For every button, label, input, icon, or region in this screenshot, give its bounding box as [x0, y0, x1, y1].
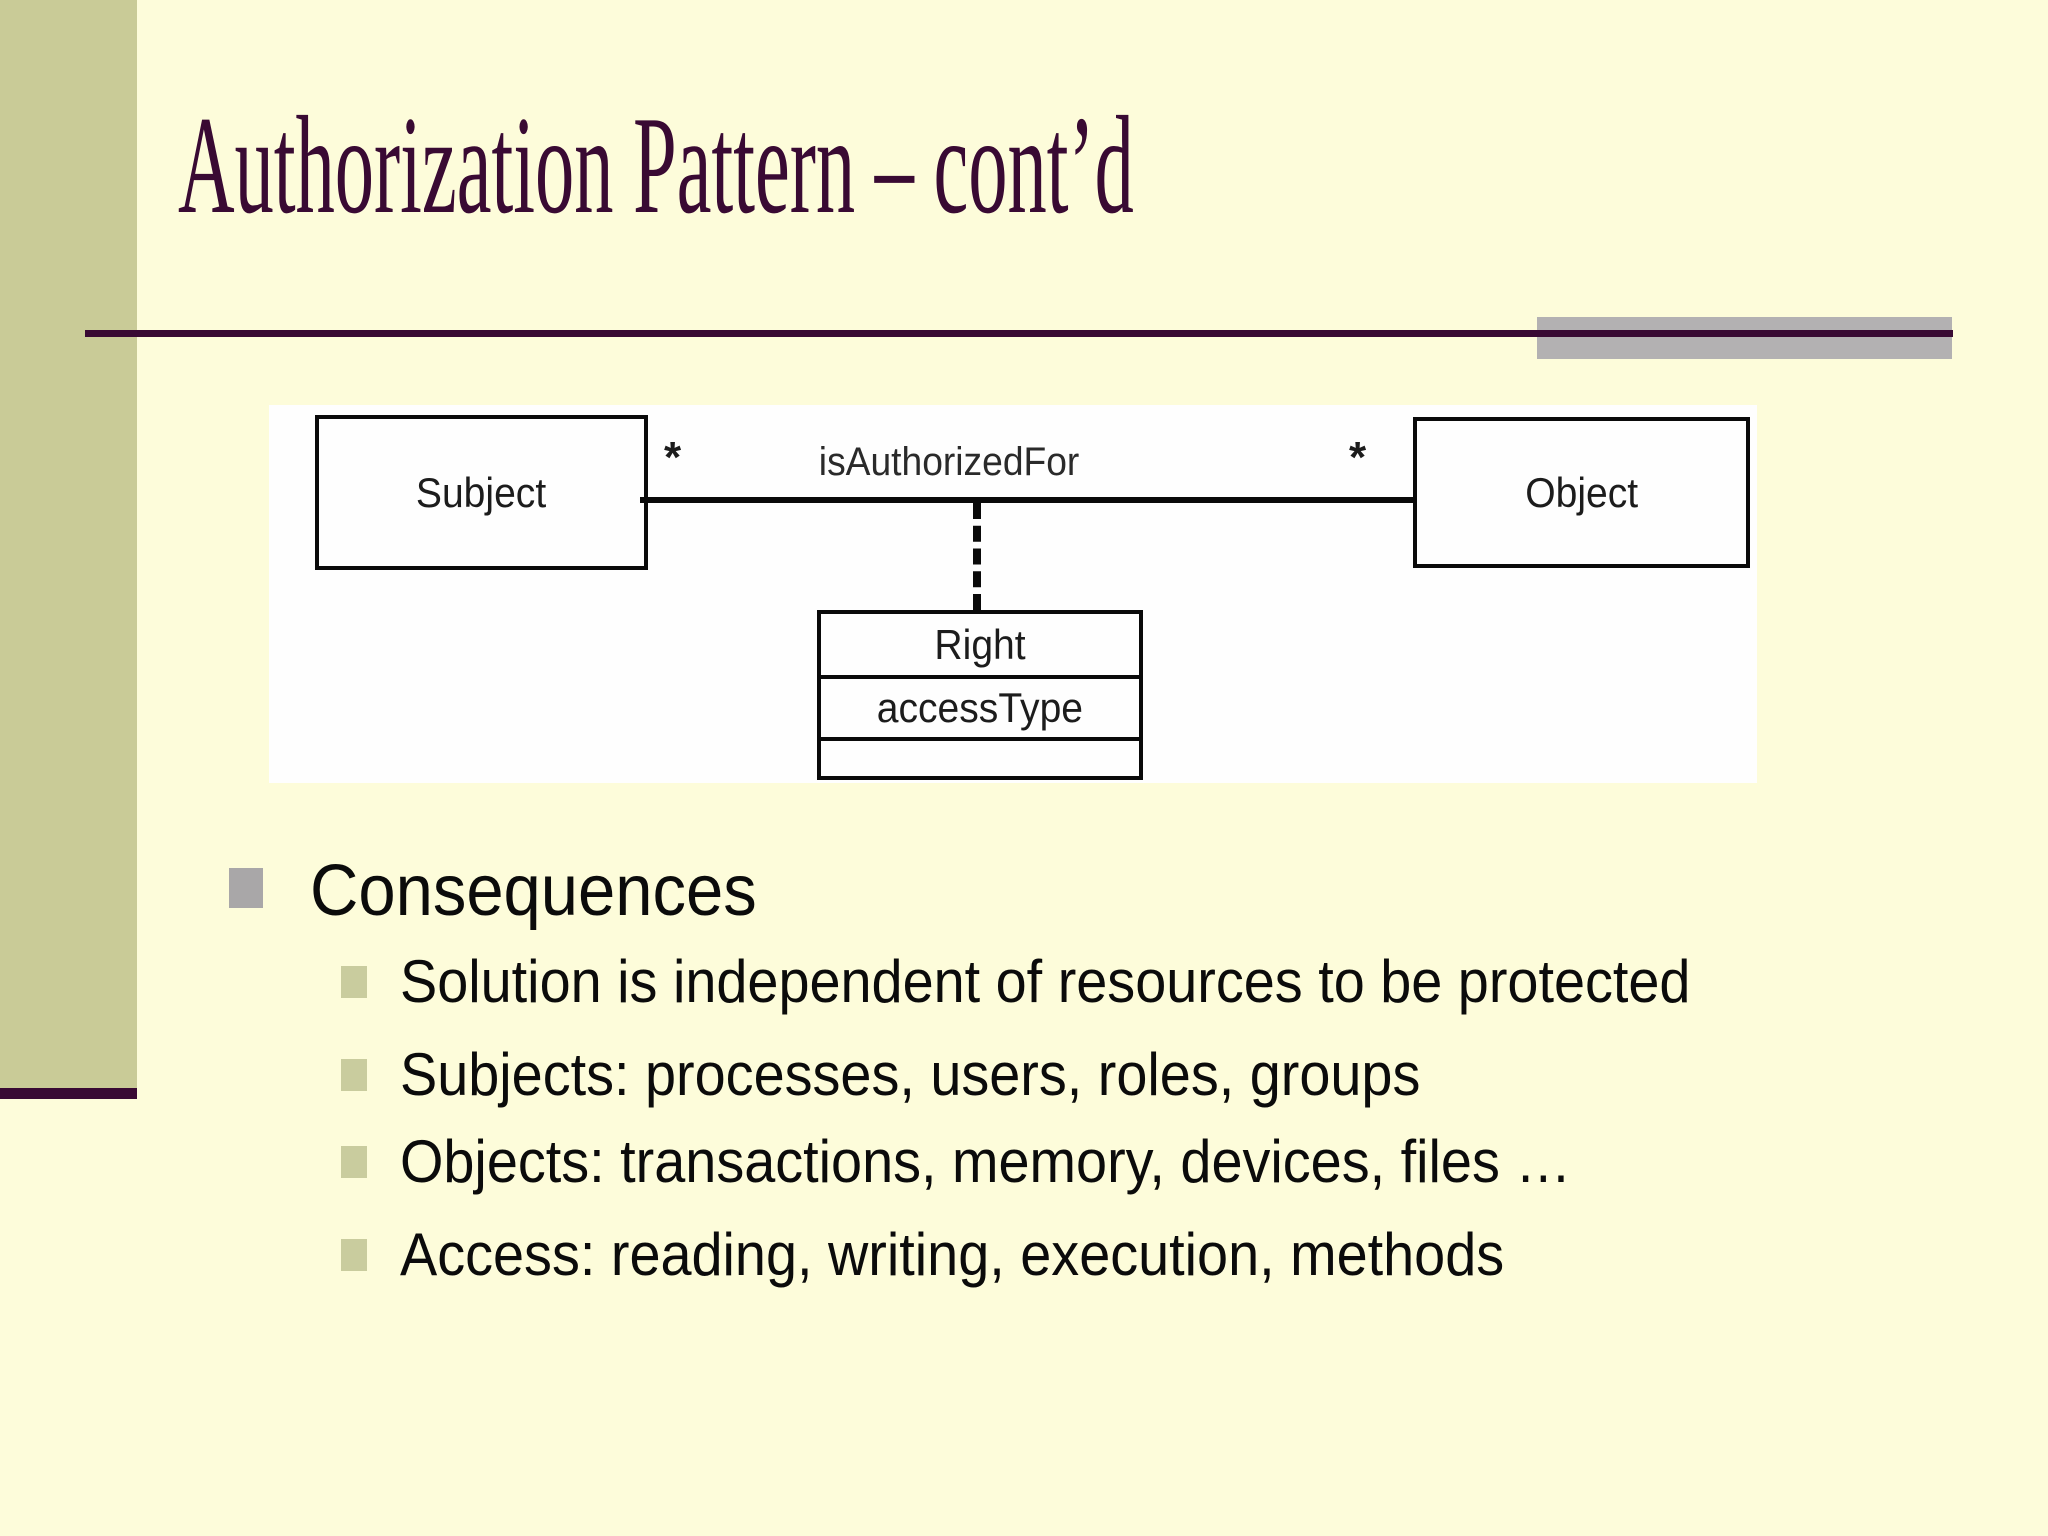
- bullet-item: Objects: transactions, memory, devices, …: [400, 1128, 1572, 1195]
- header-gray-accent-bar: [1537, 317, 1952, 359]
- subject-class-name: Subject: [416, 468, 547, 516]
- association-line: [640, 497, 1413, 503]
- bullet-square-icon: [341, 1239, 367, 1271]
- right-class-attribute-compartment: accessType: [821, 675, 1139, 737]
- bullet-square-icon: [341, 1059, 367, 1091]
- subject-multiplicity-star: *: [664, 433, 682, 482]
- bullet-item: Access: reading, writing, execution, met…: [400, 1221, 1505, 1288]
- right-class-name-compartment: Right: [934, 620, 1026, 668]
- slide-title: Authorization Pattern – cont’d: [178, 88, 1134, 243]
- bullet-item: Solution is independent of resources to …: [400, 948, 1691, 1015]
- object-class-name: Object: [1525, 468, 1638, 516]
- title-underline-rule: [85, 330, 1953, 337]
- bullet-square-icon: [341, 966, 367, 998]
- right-association-class-box: Right accessType: [817, 610, 1143, 780]
- bullet-item: Subjects: processes, users, roles, group…: [400, 1041, 1421, 1108]
- bullet-square-icon: [229, 868, 263, 908]
- right-class-empty-compartment: [821, 737, 1139, 772]
- object-multiplicity-star: *: [1349, 433, 1367, 482]
- association-label: isAuthorizedFor: [818, 440, 1080, 484]
- object-class-box: Object: [1413, 417, 1750, 568]
- uml-class-diagram: Subject Object isAuthorizedFor * * Right…: [269, 405, 1757, 783]
- bullet-square-icon: [341, 1146, 367, 1178]
- subject-class-box: Subject: [315, 415, 648, 570]
- bullet-heading: Consequences: [310, 851, 757, 931]
- left-sidebar-bar: [0, 0, 137, 1088]
- association-class-dashed-connector: [973, 503, 981, 610]
- left-sidebar-footer-accent: [0, 1088, 137, 1099]
